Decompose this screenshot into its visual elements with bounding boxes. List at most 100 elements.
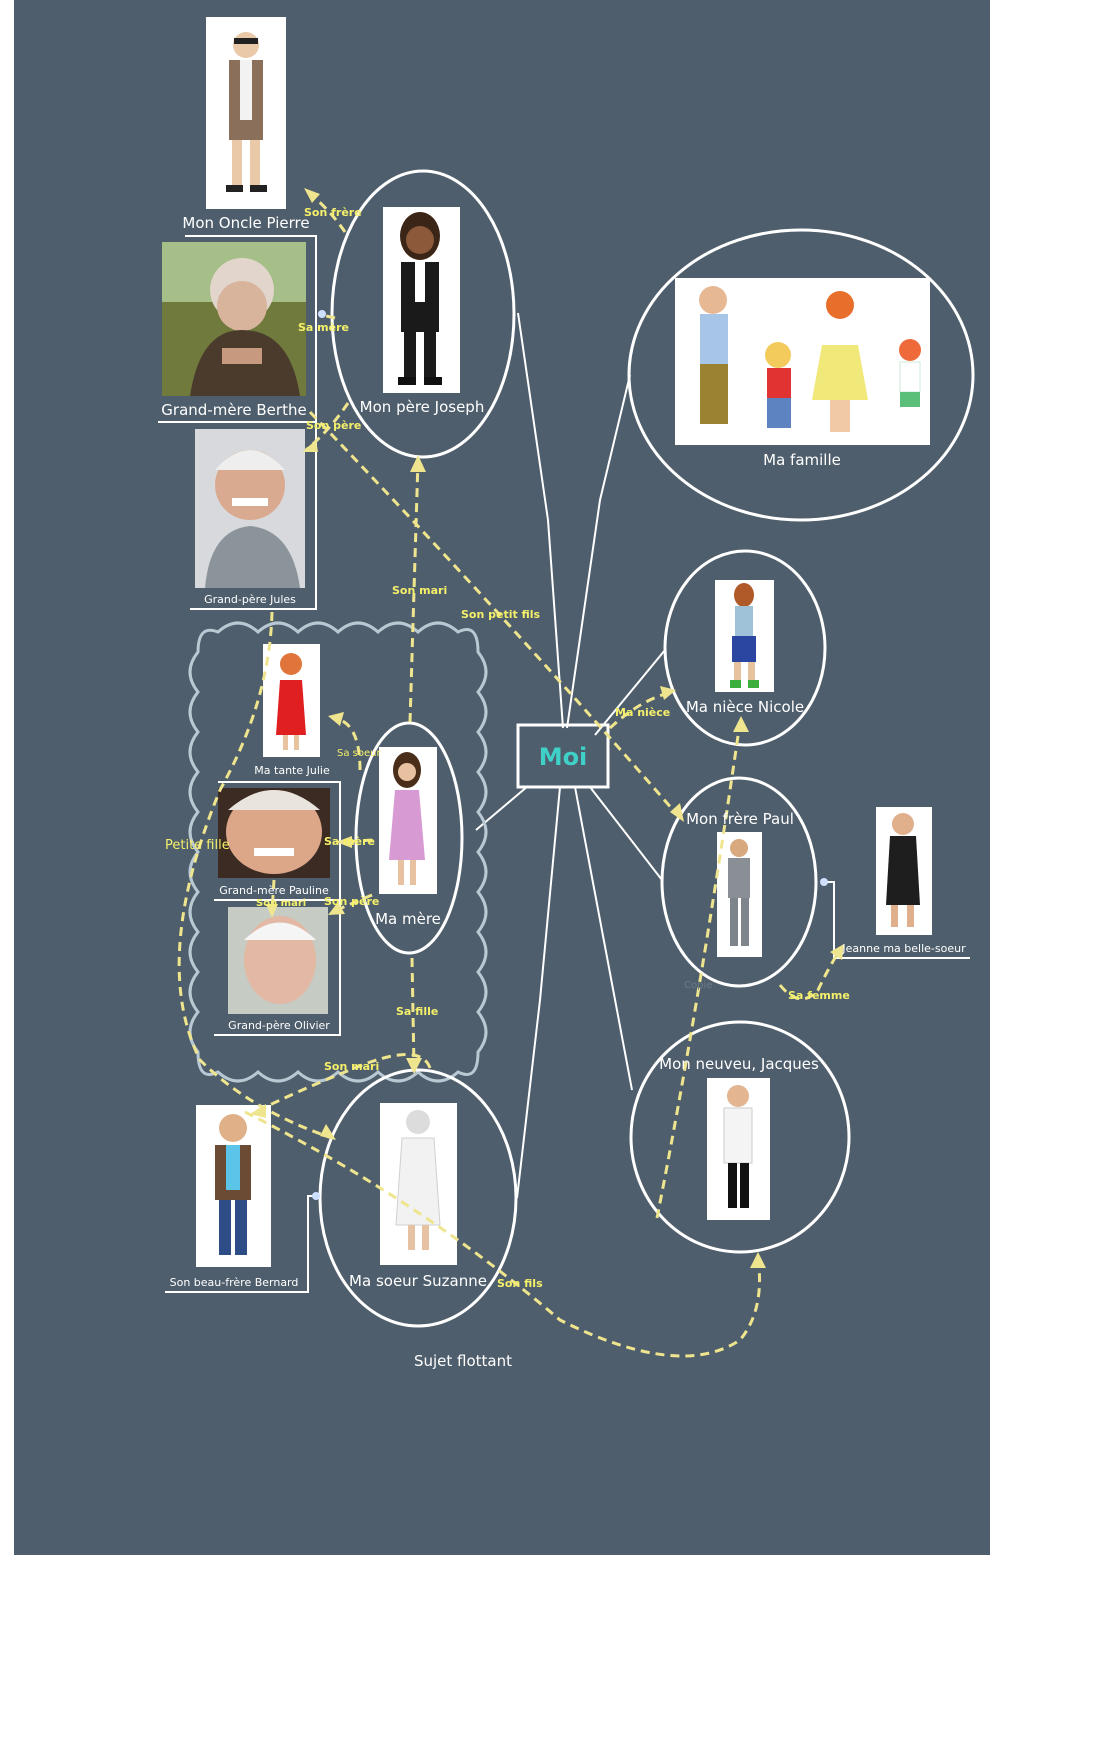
photo-pere-joseph — [383, 207, 460, 393]
node-famille-ellipse[interactable] — [627, 228, 975, 522]
rel-sa-fille: Sa fille — [396, 1005, 438, 1018]
arrow-heads — [250, 188, 844, 1268]
arrow-son-mari-2 — [270, 879, 276, 913]
photo-neveu-jacques — [707, 1078, 770, 1220]
arrow-sa-mere-2 — [341, 838, 373, 844]
rel-son-pere-2: Son père — [324, 895, 379, 908]
label-tante-julie: Ma tante Julie — [254, 764, 330, 777]
arrow-sa-soeur — [331, 716, 362, 771]
arrow-son-fils — [244, 1110, 762, 1358]
relation-labels: Son frère Sa mère Son père Son mari Son … — [165, 206, 850, 1290]
arrowhead — [410, 455, 426, 472]
rel-son-mari-2: Son mari — [256, 898, 306, 909]
arrow-jacques-to-nicole — [655, 721, 742, 1219]
label-pere-joseph: Mon père Joseph — [360, 398, 485, 416]
arrow-sa-fille — [410, 957, 416, 1069]
branch-to-suzanne — [516, 786, 561, 1199]
node-mere-ellipse[interactable] — [354, 721, 464, 955]
photo-oncle-pierre — [206, 17, 286, 209]
label-niece-nicole: Ma nièce Nicole — [686, 698, 804, 716]
label-grand-mere-pauline: Grand-mère Pauline — [219, 884, 329, 897]
node-suzanne-ellipse[interactable] — [318, 1068, 518, 1328]
rel-sa-mere-2: Sa mère — [324, 835, 375, 848]
arrowhead — [733, 716, 749, 732]
branch-to-jacques — [574, 786, 633, 1091]
cloud-boundary — [188, 621, 488, 1083]
label-frere-paul: Mon frère Paul — [686, 810, 794, 828]
label-grand-pere-olivier: Grand-père Olivier — [228, 1019, 330, 1032]
photo-ma-mere — [379, 747, 437, 894]
arrow-sa-femme — [778, 949, 842, 1001]
photo-grand-mere-berthe — [162, 242, 306, 396]
arrow-son-pere-1 — [305, 402, 350, 452]
rel-son-mari-1: Son mari — [392, 584, 447, 597]
rel-petite-fille: Petite fille — [165, 838, 230, 853]
arrowhead — [320, 1124, 336, 1140]
rel-son-fils: Son fils — [497, 1277, 543, 1290]
rel-son-frere: Son frère — [304, 206, 362, 219]
arrow-son-mari-1 — [408, 459, 420, 723]
arrow-son-petit-fils — [308, 410, 682, 819]
left-boxes — [158, 235, 828, 1293]
connector-dot-jeanne — [820, 878, 828, 886]
arrowhead — [250, 1104, 266, 1118]
rel-sa-mere-1: Sa mère — [298, 321, 349, 334]
node-paul-ellipse[interactable] — [660, 776, 818, 988]
box-jules — [190, 422, 317, 610]
arrowhead — [830, 944, 844, 960]
label-soeur-suzanne: Ma soeur Suzanne — [349, 1272, 487, 1290]
branch-to-paul — [589, 786, 663, 881]
node-labels: Mon Oncle Pierre Grand-mère Berthe Grand… — [161, 214, 966, 1370]
connector-dot-berthe — [318, 310, 326, 318]
box-berthe — [158, 235, 317, 423]
label-floating-topic[interactable]: Sujet flottant — [414, 1352, 512, 1370]
label-jeanne: Jeanne ma belle-soeur — [841, 942, 966, 955]
branch-lines — [475, 312, 970, 1199]
center-node-box[interactable] — [516, 723, 610, 789]
rel-sa-soeur: Sa soeur — [337, 748, 381, 759]
rel-son-pere-1: Son père — [306, 419, 361, 432]
arrowhead — [266, 904, 278, 918]
arrowhead — [750, 1252, 766, 1268]
photo-soeur-suzanne — [380, 1103, 457, 1265]
node-nicole-ellipse[interactable] — [663, 549, 827, 747]
label-ma-mere: Ma mère — [375, 910, 441, 928]
rel-sa-femme: Sa femme — [788, 989, 850, 1002]
rel-son-petit-fils: Son petit fils — [461, 608, 541, 621]
center-node-label: Moi — [539, 743, 588, 771]
connector-dot-bernard — [312, 1192, 320, 1200]
node-jacques-ellipse[interactable] — [629, 1020, 851, 1254]
arrowhead — [336, 836, 352, 848]
branch-to-famille — [566, 374, 631, 729]
photo-tante-julie — [263, 644, 320, 757]
photo-frere-paul — [717, 832, 762, 957]
photo-grand-pere-jules — [195, 429, 305, 588]
photo-ma-famille — [675, 278, 930, 445]
label-grand-mere-berthe: Grand-mère Berthe — [161, 401, 306, 419]
arrowhead — [328, 712, 344, 726]
branch-to-nicole — [594, 649, 666, 736]
arrowhead — [328, 902, 345, 915]
rel-ma-niece: Ma nièce — [615, 706, 670, 719]
node-pere-ellipse[interactable] — [330, 169, 516, 459]
arrow-son-mari-3 — [254, 1053, 432, 1114]
arrow-sa-mere-1 — [321, 313, 336, 320]
branch-to-pere — [517, 312, 564, 729]
label-grand-pere-jules: Grand-père Jules — [204, 593, 296, 606]
rel-son-mari-3: Son mari — [324, 1060, 379, 1073]
photo-niece-nicole — [715, 580, 774, 692]
photo-beau-frere-bernard — [196, 1105, 271, 1267]
label-ghost: Copie — [684, 980, 712, 991]
arrowhead — [304, 188, 320, 203]
photo-grand-mere-pauline — [218, 788, 330, 878]
label-oncle-pierre: Mon Oncle Pierre — [182, 214, 309, 232]
label-neveu-jacques: Mon neuveu, Jacques — [659, 1055, 819, 1073]
arrowhead — [660, 686, 676, 700]
photos — [162, 17, 932, 1267]
label-beau-frere-bernard: Son beau-frère Bernard — [170, 1276, 299, 1289]
arrowhead — [406, 1058, 422, 1074]
branch-to-jeanne — [824, 881, 970, 959]
box-olivier — [214, 900, 341, 1036]
arrowhead — [670, 803, 684, 822]
